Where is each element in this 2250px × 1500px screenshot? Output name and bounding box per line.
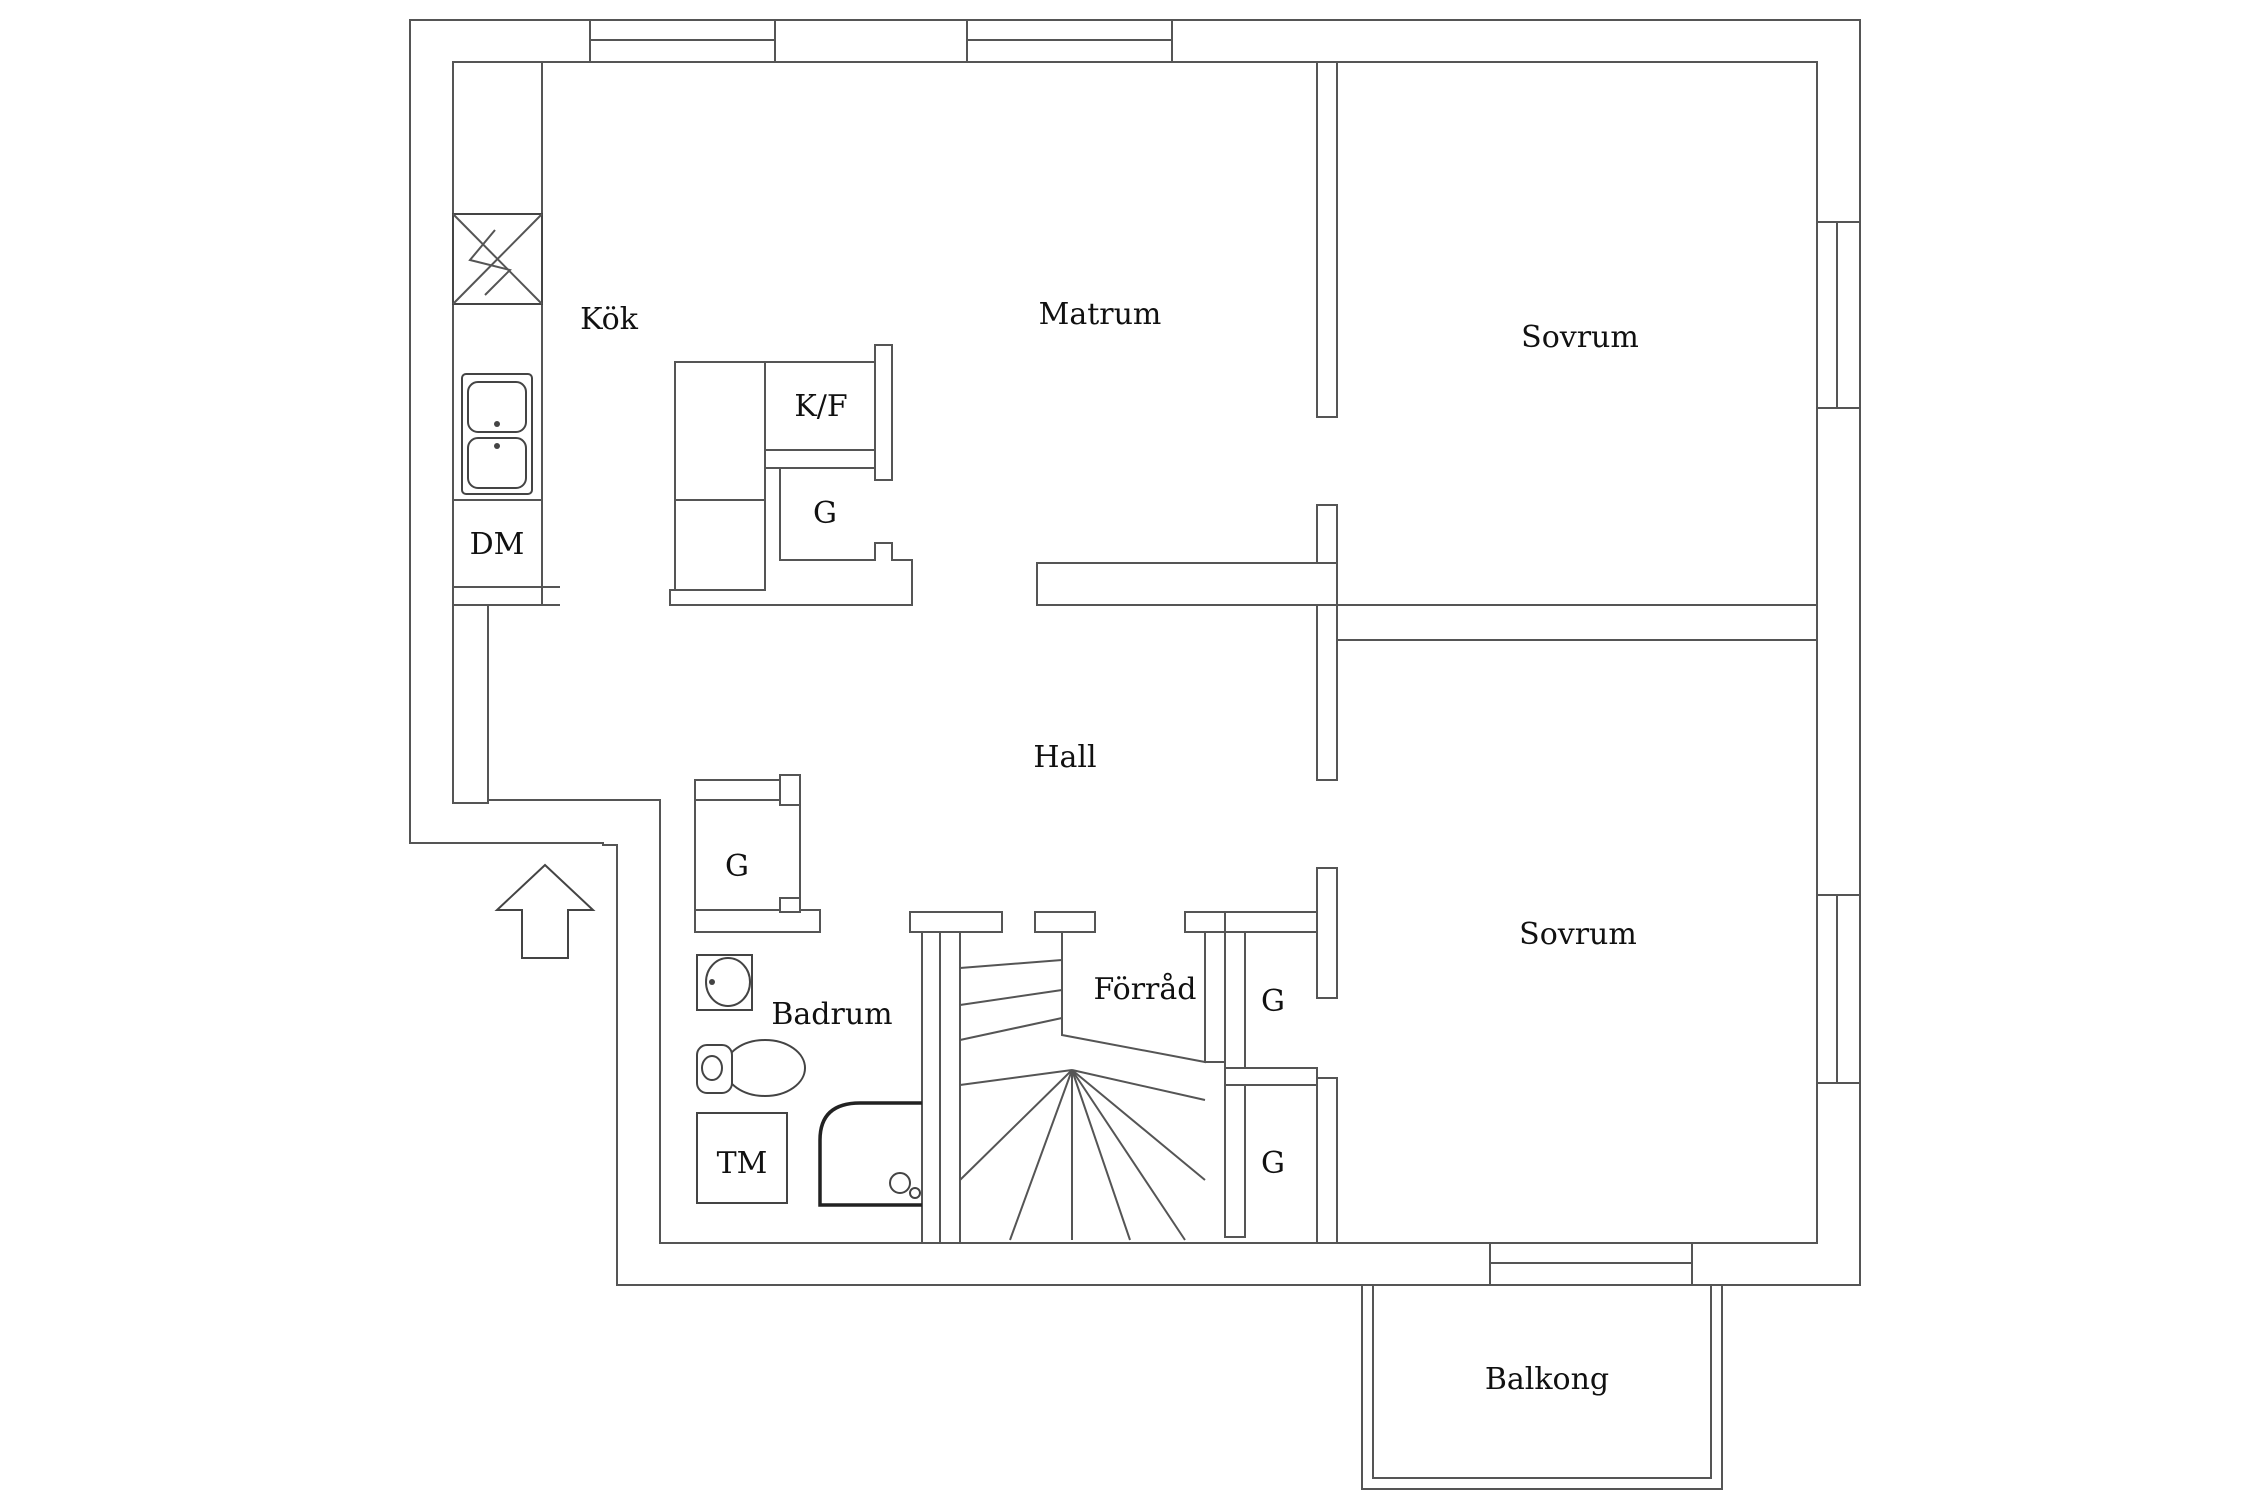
label-g-kitchen: G	[813, 496, 837, 531]
window-bottom	[1489, 1243, 1693, 1285]
room-label-kok: Kök	[580, 302, 639, 337]
room-label-hall: Hall	[1033, 740, 1096, 775]
label-g-hall: G	[725, 849, 749, 884]
window-top-right	[966, 20, 1173, 62]
window-right-lower	[1817, 894, 1860, 1084]
window-right-upper	[1817, 221, 1860, 409]
stove-icon	[452, 213, 543, 305]
room-label-balkong: Balkong	[1485, 1362, 1609, 1397]
label-g-bedroom-upper: G	[1261, 984, 1285, 1019]
washbasin-icon	[696, 954, 753, 1011]
washing-machine	[696, 1112, 788, 1204]
toilet-icon	[696, 1039, 806, 1097]
label-tm: TM	[717, 1146, 768, 1181]
window-top-left	[589, 20, 776, 62]
balcony	[1361, 1284, 1723, 1490]
sink-icon	[461, 373, 533, 495]
room-label-badrum: Badrum	[771, 997, 892, 1032]
entrance-arrow-icon	[494, 863, 596, 959]
room-label-sovrum-upper: Sovrum	[1521, 320, 1639, 355]
kitchen-cabinets	[669, 344, 913, 606]
staircase	[959, 959, 1206, 1241]
room-label-forrad: Förråd	[1093, 972, 1196, 1007]
room-label-matrum: Matrum	[1039, 297, 1162, 332]
exterior-wall	[409, 19, 1861, 1286]
interior-walls	[694, 61, 1818, 1244]
label-dm: DM	[470, 527, 525, 562]
label-g-bedroom-lower: G	[1261, 1146, 1285, 1181]
label-kf: K/F	[794, 389, 847, 424]
shower-icon	[818, 1101, 922, 1207]
room-label-sovrum-lower: Sovrum	[1519, 917, 1637, 952]
